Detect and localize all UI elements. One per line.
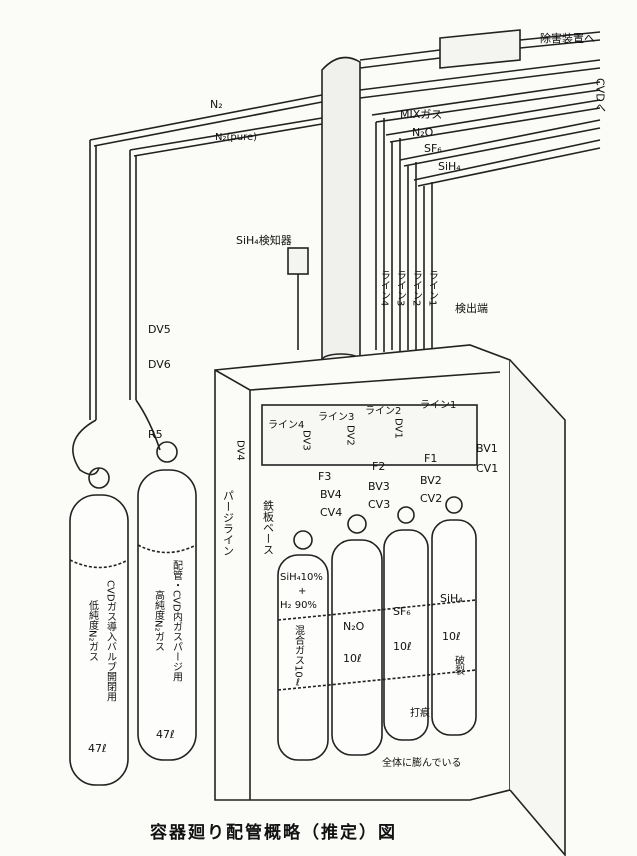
cyl2-text2: 高純度N₂ガス [153,589,165,652]
label-line4: ライン4 [379,270,391,306]
label-dv3: DV3 [301,430,312,451]
sih4-cylinder-label: SiH₄ [440,592,463,605]
burst-label: 破裂 [453,654,465,676]
diagram-caption: 容器廻り配管概略（推定）図 [150,822,397,843]
cyl2-text: 配管・CVD内ガスパージ用 [171,560,183,683]
label-sf6-line: SF₆ [424,142,442,155]
label-r5: R5 [148,428,163,441]
label-detector: SiH₄検知器 [236,233,292,247]
panel-line1: ライン1 [420,399,456,411]
cyl2-volume: 47ℓ [156,728,175,741]
label-dv6: DV6 [148,358,171,371]
label-n2o-line: N₂O [412,126,434,139]
cylinder-sf6 [383,529,429,741]
label-f2: F2 [372,460,385,473]
label-bv2: BV2 [420,474,442,487]
label-bv4: BV4 [320,488,342,501]
cylinder-n2o [331,539,383,756]
label-dv5: DV5 [148,323,171,336]
label-line3: ライン3 [395,270,407,306]
cyl1-text: CVDガス導入バルブ開閉用 [105,580,117,702]
label-iron-base: 鉄板ベース [262,499,275,555]
label-dv2: DV2 [345,425,356,446]
sf6-cylinder-label: SF₆ [393,605,411,618]
cyl1-volume: 47ℓ [88,742,107,755]
label-exhaust: 除害装置へ [540,31,595,45]
cylinder-low-purity-n2 [69,494,129,786]
sf6-volume: 10ℓ [393,640,412,653]
cyl1-text2: 低純度N₂ガス [87,599,99,662]
label-cv4: CV4 [320,506,342,519]
label-n2-pure: N₂(pure) [215,132,257,143]
label-cvd: CVDへ [594,78,607,113]
valve-panel [261,404,478,466]
label-mix-gas: MIXガス [400,108,442,121]
label-sih4-line: SiH₄ [438,160,461,173]
main-duct [321,56,361,361]
sih4-detector-box [287,247,309,275]
label-bv3: BV3 [368,480,390,493]
swollen-label: 全体に膨んでいる [382,756,462,769]
label-dv1: DV1 [393,418,404,439]
cylinder-sih4 [431,519,477,736]
dent-label: 打痕 [410,706,430,719]
label-bv1: BV1 [476,442,498,455]
exhaust-unit [439,29,521,69]
panel-line2: ライン2 [365,405,401,417]
label-n2: N₂ [210,98,223,111]
sih4-volume: 10ℓ [442,630,461,643]
n2o-cylinder-label: N₂O [343,620,365,633]
label-dv4: DV4 [235,440,246,461]
cylinder-mix [277,554,329,761]
label-detect-port: 検出端 [455,301,488,315]
label-cv1: CV1 [476,462,498,475]
label-purge-line: パージライン [222,490,235,556]
panel-line4: ライン4 [268,419,304,431]
label-cv2: CV2 [420,492,442,505]
label-line1: ライン1 [427,270,439,306]
label-cv3: CV3 [368,498,390,511]
mix-label-2: + [298,586,306,597]
cabinet-door [509,359,566,856]
mix-label-4: 混合ガス10ℓ [293,625,305,689]
label-line2: ライン2 [411,270,423,306]
label-f3: F3 [318,470,331,483]
mix-label-1: SiH₄10% [280,572,323,583]
n2o-volume: 10ℓ [343,652,362,665]
panel-line3: ライン3 [318,411,354,423]
mix-label-3: H₂ 90% [280,600,317,611]
label-f1: F1 [424,452,437,465]
cylinder-high-purity-n2 [137,469,197,761]
